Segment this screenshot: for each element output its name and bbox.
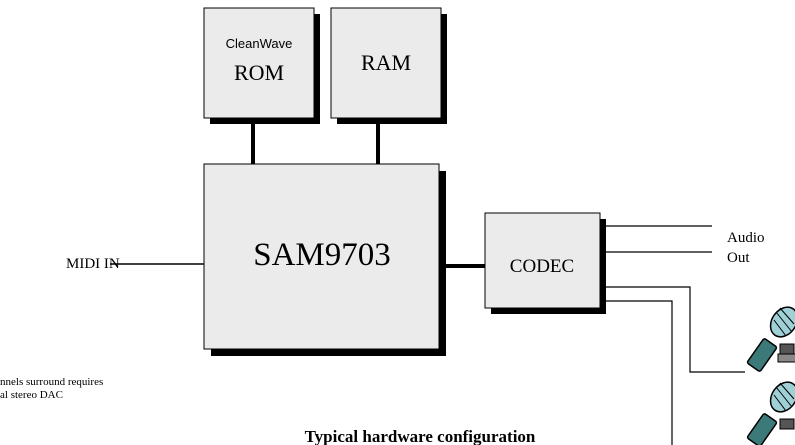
surround-note-line2: al stereo DAC: [0, 389, 63, 401]
mic-line-2: [606, 300, 673, 445]
sam9703-block: SAM9703: [203, 163, 446, 356]
audio-out-label-2: Out: [727, 250, 750, 266]
audio-out-label-1: Audio: [727, 230, 765, 246]
rom-label-line2: ROM: [234, 60, 284, 85]
codec-label: CODEC: [510, 256, 574, 277]
ram-label: RAM: [361, 50, 411, 75]
ram-block: RAM: [330, 7, 447, 124]
surround-note-line1: nnels surround requires: [0, 376, 103, 388]
diagram-caption: Typical hardware configuration: [305, 427, 536, 445]
codec-block: CODEC: [484, 212, 606, 314]
rom-label-line1: CleanWave: [226, 36, 293, 51]
microphone-icon: [746, 306, 795, 372]
midi-in-label: MIDI IN: [66, 256, 120, 272]
sam9703-label: SAM9703: [253, 237, 391, 273]
microphone-icon: [746, 381, 795, 445]
mic-line-1: [606, 286, 745, 373]
rom-block: CleanWave ROM: [203, 7, 320, 124]
